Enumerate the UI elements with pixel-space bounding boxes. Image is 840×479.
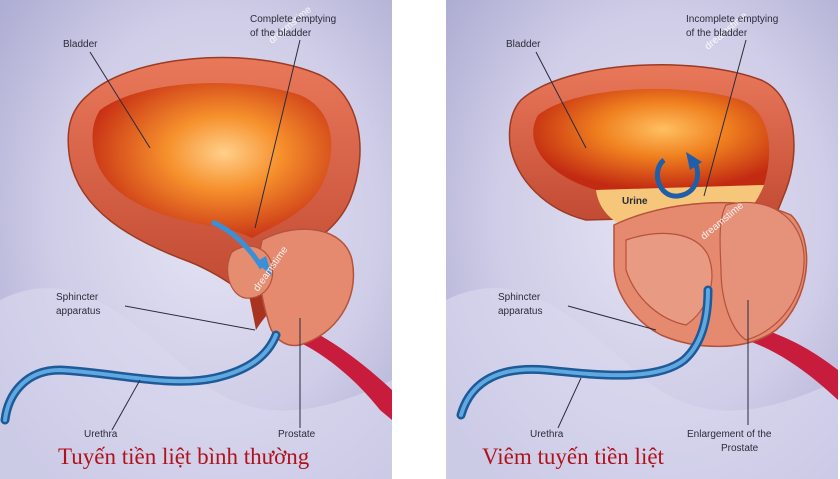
backflow-arrow [654, 158, 700, 199]
normal-prostate-illustration: dreamstime dreamstime Bladder Complete e… [0, 0, 392, 479]
bladder-cavity [92, 83, 332, 238]
normal-prostate-caption: Tuyến tiền liệt bình thường [58, 444, 310, 469]
prostate [258, 228, 355, 347]
blood-vessel [746, 326, 838, 400]
sphincter-label-line1: Sphincter [498, 292, 541, 303]
emptying-label-line1: Incomplete emptying [686, 14, 778, 25]
enlargement-label-line2: Prostate [721, 443, 759, 454]
normal-prostate-panel: dreamstime dreamstime Bladder Complete e… [0, 0, 392, 479]
sphincter-label-line2: apparatus [498, 306, 542, 317]
prostatitis-panel: dreamstime dreamstime Bladder Incomplete… [446, 0, 838, 479]
urethra-label: Urethra [84, 429, 118, 440]
bladder-label: Bladder [506, 39, 541, 50]
enlargement-label-line1: Enlargement of the [687, 429, 772, 440]
urine-label: Urine [622, 196, 648, 207]
emptying-label-line2: of the bladder [686, 28, 748, 39]
urethra-label: Urethra [530, 429, 564, 440]
sphincter-label-line1: Sphincter [56, 292, 99, 303]
enlarged-prostate-illustration: dreamstime dreamstime Bladder Incomplete… [446, 0, 838, 479]
prostatitis-caption: Viêm tuyến tiền liệt [482, 444, 664, 469]
sphincter-label-line2: apparatus [56, 306, 100, 317]
emptying-label-line2: of the bladder [250, 28, 312, 39]
prostate-label: Prostate [278, 429, 316, 440]
emptying-label-line1: Complete emptying [250, 14, 336, 25]
bladder-cavity [533, 88, 770, 190]
bladder-label: Bladder [63, 39, 98, 50]
